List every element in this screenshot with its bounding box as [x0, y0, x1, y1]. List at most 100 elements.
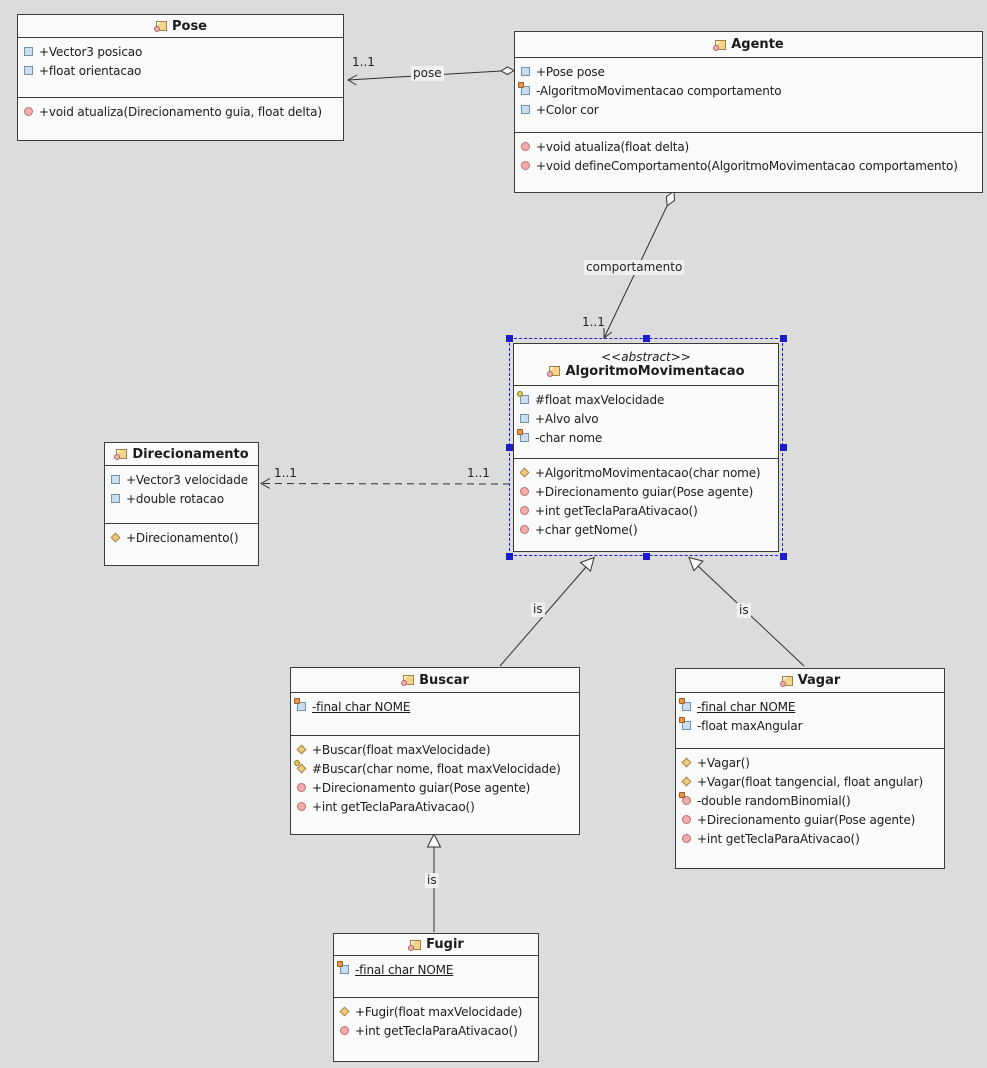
edge-label-is-vagar[interactable]: is: [737, 603, 751, 618]
member-row[interactable]: #float maxVelocidade: [517, 390, 775, 409]
generalization-vagar[interactable]: [688, 556, 805, 667]
member-text: +void atualiza(Direcionamento guia, floa…: [39, 104, 322, 119]
selection-handle[interactable]: [780, 553, 787, 560]
multiplicity-pose[interactable]: 1..1: [352, 55, 375, 69]
member-row[interactable]: +Fugir(float maxVelocidade): [339, 1002, 535, 1021]
member-row[interactable]: +char getNome(): [519, 520, 775, 539]
member-text: +int getTeclaParaAtivacao(): [355, 1023, 518, 1038]
member-row[interactable]: +int getTeclaParaAtivacao(): [339, 1021, 535, 1040]
member-text: +Alvo alvo: [535, 411, 599, 426]
member-row[interactable]: -AlgoritmoMovimentacao comportamento: [518, 81, 979, 100]
dependency-guiar[interactable]: [259, 478, 511, 489]
multiplicity-guiar-right[interactable]: 1..1: [467, 466, 490, 480]
member-row[interactable]: #Buscar(char nome, float maxVelocidade): [294, 759, 576, 778]
multiplicity-comportamento[interactable]: 1..1: [582, 315, 605, 329]
member-row[interactable]: -double randomBinomial(): [679, 791, 941, 810]
open-arrowhead: [346, 74, 358, 86]
ctor-public-icon: [296, 743, 309, 756]
uml-class-direcionamento[interactable]: Direcionamento +Vector3 velocidade+doubl…: [104, 442, 259, 566]
member-row[interactable]: +Vector3 posicao: [23, 42, 340, 61]
member-row[interactable]: +Vagar(): [681, 753, 941, 772]
class-title: Direcionamento: [105, 443, 258, 466]
selection-handle[interactable]: [506, 444, 513, 451]
member-row[interactable]: +void atualiza(float delta): [520, 137, 979, 156]
member-text: +Direcionamento guiar(Pose agente): [697, 812, 916, 827]
member-row[interactable]: -final char NOME: [337, 960, 535, 979]
member-row[interactable]: +int getTeclaParaAtivacao(): [681, 829, 941, 848]
member-row[interactable]: +Buscar(float maxVelocidade): [296, 740, 576, 759]
member-row[interactable]: +float orientacao: [23, 61, 340, 80]
member-row[interactable]: +void defineComportamento(AlgoritmoMovim…: [520, 156, 979, 175]
member-text: +char getNome(): [535, 522, 638, 537]
edge-label-is-fugir[interactable]: is: [425, 873, 439, 888]
class-name: Buscar: [419, 672, 469, 688]
attr-public-icon: [110, 473, 123, 486]
selection-handle[interactable]: [506, 553, 513, 560]
selection-handle[interactable]: [643, 553, 650, 560]
class-icon: [779, 675, 794, 687]
generalization-buscar[interactable]: [499, 556, 595, 667]
attr-private-icon: [679, 698, 694, 713]
attributes-section: -final char NOME: [291, 693, 579, 736]
op-public-icon: [23, 105, 36, 118]
member-row[interactable]: +Direcionamento(): [110, 528, 255, 547]
member-text: +Vector3 posicao: [39, 44, 143, 59]
edge-label-is-buscar[interactable]: is: [531, 602, 545, 617]
selection-handle[interactable]: [780, 444, 787, 451]
op-public-icon: [296, 781, 309, 794]
member-row[interactable]: -final char NOME: [294, 697, 576, 716]
op-public-icon: [520, 140, 533, 153]
member-row[interactable]: +double rotacao: [110, 489, 255, 508]
member-row[interactable]: +void atualiza(Direcionamento guia, floa…: [23, 102, 340, 121]
member-row[interactable]: +Direcionamento guiar(Pose agente): [681, 810, 941, 829]
member-row[interactable]: -char nome: [517, 428, 775, 447]
member-text: -AlgoritmoMovimentacao comportamento: [536, 83, 782, 98]
member-text: +Direcionamento guiar(Pose agente): [535, 484, 754, 499]
selection-handle[interactable]: [780, 335, 787, 342]
class-icon: [713, 39, 727, 51]
member-row[interactable]: +Direcionamento guiar(Pose agente): [296, 778, 576, 797]
open-arrowhead: [259, 478, 271, 489]
operations-section: +Buscar(float maxVelocidade)#Buscar(char…: [291, 736, 579, 834]
uml-class-agente[interactable]: Agente +Pose pose-AlgoritmoMovimentacao …: [514, 31, 983, 193]
member-text: +AlgoritmoMovimentacao(char nome): [535, 465, 761, 480]
attr-private-icon: [518, 82, 533, 97]
class-name: Vagar: [797, 673, 841, 688]
edge-label-pose[interactable]: pose: [411, 66, 444, 81]
member-row[interactable]: -final char NOME: [679, 697, 941, 716]
uml-class-vagar[interactable]: Vagar -final char NOME-float maxAngular …: [675, 668, 945, 869]
member-row[interactable]: -float maxAngular: [679, 716, 941, 735]
operations-section: +Fugir(float maxVelocidade) +int getTecla…: [334, 998, 538, 1061]
attributes-section: #float maxVelocidade +Alvo alvo -char nome: [514, 386, 778, 459]
member-row[interactable]: +Pose pose: [520, 62, 979, 81]
attr-private-icon: [679, 717, 694, 732]
member-text: +int getTeclaParaAtivacao(): [535, 503, 698, 518]
operations-section: +void atualiza(float delta) +void defineC…: [515, 133, 982, 192]
member-row[interactable]: +Vector3 velocidade: [110, 470, 255, 489]
uml-class-fugir[interactable]: Fugir -final char NOME +Fugir(float maxV…: [333, 933, 539, 1062]
triangle-arrowhead: [579, 556, 595, 572]
selection-handle[interactable]: [643, 335, 650, 342]
class-icon: [114, 448, 128, 460]
edge-label-comportamento[interactable]: comportamento: [584, 260, 685, 275]
class-title: Vagar: [676, 669, 944, 693]
attr-protected-icon: [517, 391, 532, 406]
uml-class-pose[interactable]: Pose +Vector3 posicao+float orientacao +…: [17, 14, 344, 141]
member-row[interactable]: +int getTeclaParaAtivacao(): [519, 501, 775, 520]
member-row[interactable]: +Direcionamento guiar(Pose agente): [519, 482, 775, 501]
class-icon: [547, 365, 561, 377]
member-row[interactable]: +Vagar(float tangencial, float angular): [681, 772, 941, 791]
uml-class-buscar[interactable]: Buscar -final char NOME +Buscar(float ma…: [290, 667, 580, 835]
member-row[interactable]: +Color cor: [520, 100, 979, 119]
member-text: +void atualiza(float delta): [536, 139, 690, 154]
member-row[interactable]: +Alvo alvo: [519, 409, 775, 428]
generalization-fugir[interactable]: [426, 832, 442, 932]
op-public-icon: [519, 485, 532, 498]
member-row[interactable]: +int getTeclaParaAtivacao(): [296, 797, 576, 816]
op-private-icon: [679, 792, 694, 807]
multiplicity-guiar-left[interactable]: 1..1: [274, 466, 297, 480]
member-row[interactable]: +AlgoritmoMovimentacao(char nome): [519, 463, 775, 482]
uml-class-algoritmomovimentacao[interactable]: <<abstract>> AlgoritmoMovimentacao #floa…: [513, 343, 779, 552]
selection-handle[interactable]: [506, 335, 513, 342]
